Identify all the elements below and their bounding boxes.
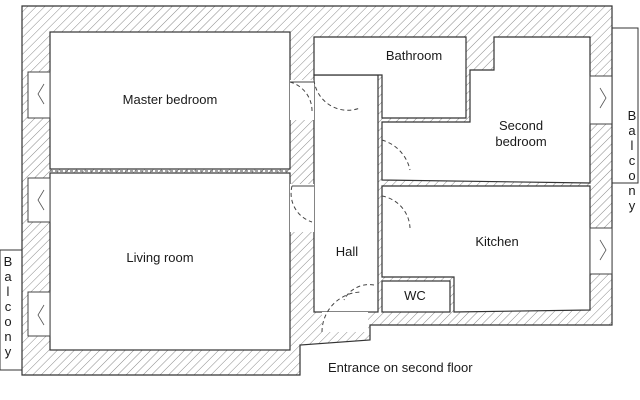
window-left-2 — [27, 177, 51, 223]
label-entrance: Entrance on second floor — [328, 360, 473, 375]
label-wc: WC — [404, 288, 426, 303]
balcony-right-box — [611, 27, 639, 184]
balcony-left-letter-2: l — [7, 284, 10, 299]
door-swing-hall-top — [313, 79, 361, 111]
door-gap-entrance — [322, 312, 368, 332]
label-hall: Hall — [336, 244, 359, 259]
balcony-right-letter-5: n — [628, 183, 635, 198]
balcony-left-letter-6: y — [5, 344, 12, 359]
balcony-left-letter-0: B — [4, 254, 13, 269]
window-right-2 — [589, 227, 613, 275]
label-kitchen: Kitchen — [475, 234, 518, 249]
balcony-left-letter-1: a — [4, 269, 12, 284]
room-wc — [381, 280, 451, 313]
balcony-right-letter-4: o — [628, 168, 635, 183]
balcony-left-box — [0, 249, 23, 371]
label-second-bedroom-2: bedroom — [495, 134, 546, 149]
balcony-right-letter-6: y — [629, 198, 636, 213]
label-second-bedroom-1: Second — [499, 118, 543, 133]
balcony-right-letter-3: c — [629, 153, 636, 168]
balcony-right-letter-1: a — [628, 123, 636, 138]
room-hall — [313, 74, 379, 313]
label-bathroom: Bathroom — [386, 48, 442, 63]
door-swing-wc — [343, 284, 375, 301]
balcony-left-letter-4: o — [4, 314, 11, 329]
room-master-bedroom — [49, 31, 291, 170]
room-bathroom — [313, 36, 467, 119]
label-living-room: Living room — [126, 250, 193, 265]
window-marks — [37, 83, 607, 326]
room-kitchen — [381, 185, 591, 313]
door-swing-master — [289, 81, 313, 113]
door-gap-living — [290, 184, 314, 232]
balcony-left-letter-5: n — [4, 329, 11, 344]
window-right-1 — [589, 75, 613, 125]
label-master-bedroom: Master bedroom — [123, 92, 218, 107]
door-swing-entrance — [321, 291, 363, 333]
door-gap-master — [290, 80, 314, 120]
room-second-bedroom — [381, 36, 591, 184]
door-swing-living — [290, 185, 313, 223]
balcony-right-letter-2: l — [631, 138, 634, 153]
door-swing-kitchen — [381, 195, 411, 229]
balcony-right-letter-0: B — [628, 108, 637, 123]
room-living-room — [49, 172, 291, 351]
balcony-left-letter-3: c — [5, 299, 12, 314]
door-swing-second-bedroom — [381, 139, 411, 171]
